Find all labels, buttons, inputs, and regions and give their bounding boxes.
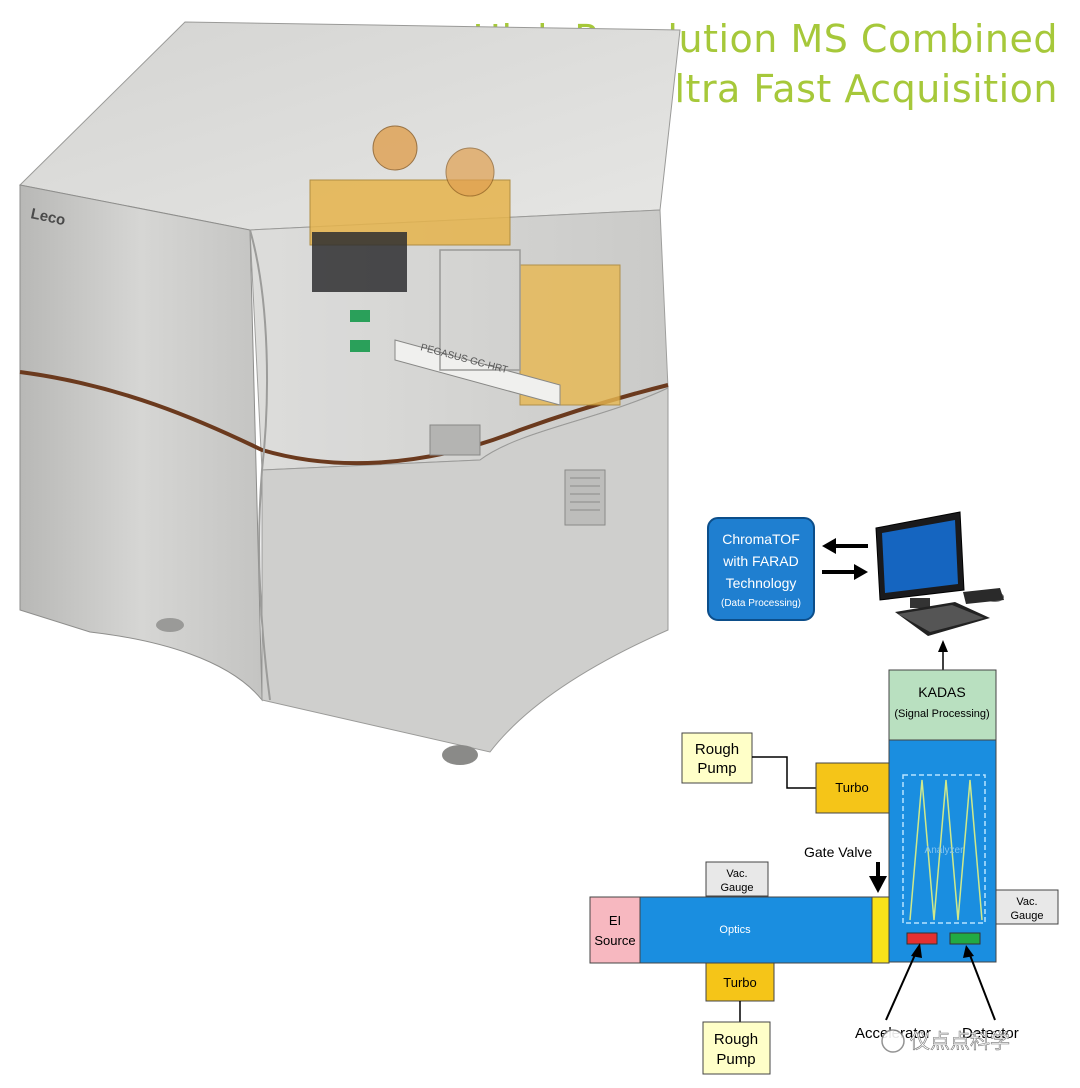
gate-valve-label: Gate Valve (804, 844, 872, 860)
instrument-casters (156, 618, 478, 765)
side-vent (564, 469, 606, 526)
analyzer-column (888, 739, 997, 963)
vac-gauge-right-line-1: Vac. (1016, 896, 1037, 908)
internal-components (309, 125, 621, 456)
software-line-3: Technology (726, 575, 797, 591)
software-box (707, 517, 815, 621)
detector-label: Detector (962, 1025, 1019, 1042)
vac-gauge-right-line-2: Gauge (1010, 910, 1043, 922)
kadas-sublabel: (Signal Processing) (894, 708, 989, 720)
accelerator-pointer (885, 947, 919, 1021)
turbo-bottom (705, 962, 775, 1002)
optics-tube (639, 896, 873, 964)
ei-source-line-2: Source (594, 933, 635, 948)
detector-pointer (967, 949, 996, 1021)
rough-pump-bottom (702, 1021, 771, 1075)
ion-flight-path (909, 779, 983, 921)
watermark: 仪点点科学 (881, 1029, 1010, 1053)
instrument-wave (249, 229, 271, 701)
turbo-top-label: Turbo (835, 780, 868, 795)
software-line-2: with FARAD (722, 553, 798, 569)
detector-plate (949, 932, 981, 945)
mass-spectrometer-illustration: PEGASUS GC-HRT Leco (18, 21, 681, 765)
detector-pointer-head (963, 945, 974, 958)
rough-pump-top-line-1: Rough (695, 741, 739, 758)
computer-icon (875, 511, 1004, 636)
instrument-front (19, 184, 263, 702)
ei-source-line-1: EI (609, 913, 621, 928)
rough-pump-bottom-line-1: Rough (714, 1031, 758, 1048)
software-line-4: (Data Processing) (721, 598, 801, 609)
turbo-bottom-label: Turbo (723, 975, 756, 990)
vac-gauge-right (995, 889, 1059, 925)
data-exchange-arrows (822, 538, 868, 580)
accelerator-plate (906, 932, 938, 945)
optics-label: Optics (719, 924, 751, 936)
kadas-label: KADAS (918, 684, 965, 700)
watermark-text: 仪点点科学 (910, 1030, 1010, 1053)
kadas-box (888, 669, 997, 741)
pump-line-top (752, 756, 816, 789)
arrow-kadas-to-computer (938, 640, 948, 670)
ms-block-diagram: ChromaTOF with FARAD Technology (Data Pr… (589, 511, 1059, 1075)
rough-pump-top (681, 732, 753, 784)
gate-valve (871, 896, 890, 964)
software-line-1: ChromaTOF (722, 531, 800, 547)
vac-gauge-left-line-2: Gauge (720, 882, 753, 894)
rough-pump-bottom-line-2: Pump (716, 1051, 755, 1068)
instrument-stripe (19, 370, 669, 466)
vac-gauge-left-line-1: Vac. (726, 868, 747, 880)
ei-source-box (589, 896, 641, 964)
turbo-top (815, 762, 890, 814)
vac-gauge-left (705, 861, 769, 897)
rough-pump-top-line-2: Pump (697, 760, 736, 777)
gate-valve-arrow (869, 862, 887, 893)
analyzer-label: Analyzer (925, 845, 965, 856)
analyzer-reflectron (902, 774, 986, 924)
brand-logo: Leco (29, 205, 67, 229)
accelerator-pointer-head (911, 943, 922, 958)
wechat-icon (881, 1029, 905, 1053)
